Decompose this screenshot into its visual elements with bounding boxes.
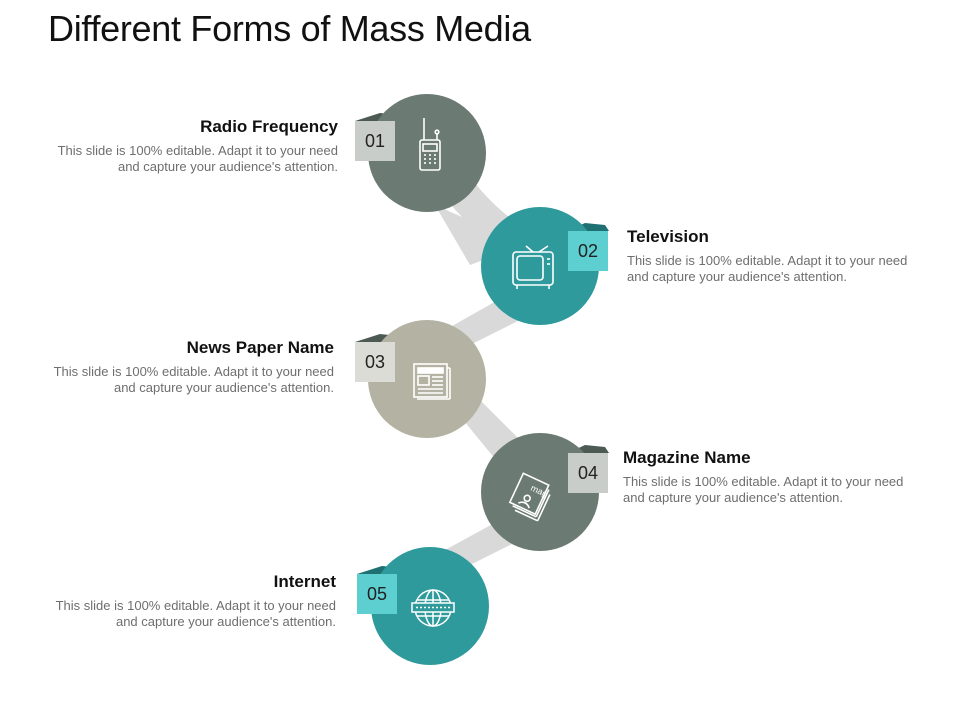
item-description: This slide is 100% editable. Adapt it to… (53, 364, 334, 395)
item-heading: Television (627, 227, 709, 246)
number-badge-02: 02 (568, 231, 608, 271)
number-badge-04: 04 (568, 453, 608, 493)
newspaper-icon (413, 363, 451, 400)
item-description: This slide is 100% editable. Adapt it to… (57, 143, 338, 174)
number-badge-05: 05 (357, 574, 397, 614)
item-television: Television This slide is 100% editable. … (627, 227, 917, 285)
item-heading: Magazine Name (623, 448, 751, 467)
item-news-paper: News Paper Name This slide is 100% edita… (44, 338, 334, 396)
number-badge-01: 01 (355, 121, 395, 161)
item-magazine: Magazine Name This slide is 100% editabl… (623, 448, 913, 506)
magazine-icon: mag (508, 472, 551, 522)
circle-news-paper (368, 320, 486, 438)
television-icon (512, 245, 554, 289)
item-radio-frequency: Radio Frequency This slide is 100% edita… (48, 117, 338, 175)
page-title: Different Forms of Mass Media (48, 8, 531, 49)
item-description: This slide is 100% editable. Adapt it to… (623, 474, 904, 505)
item-heading: News Paper Name (186, 338, 334, 357)
item-internet: Internet This slide is 100% editable. Ad… (46, 572, 336, 630)
globe-icon (411, 589, 455, 627)
item-heading: Internet (273, 572, 336, 591)
walkie-talkie-icon (419, 118, 441, 171)
circle-radio-frequency (368, 94, 486, 212)
number-badge-03: 03 (355, 342, 395, 382)
item-heading: Radio Frequency (200, 117, 338, 136)
item-description: This slide is 100% editable. Adapt it to… (55, 598, 336, 629)
item-description: This slide is 100% editable. Adapt it to… (627, 253, 908, 284)
